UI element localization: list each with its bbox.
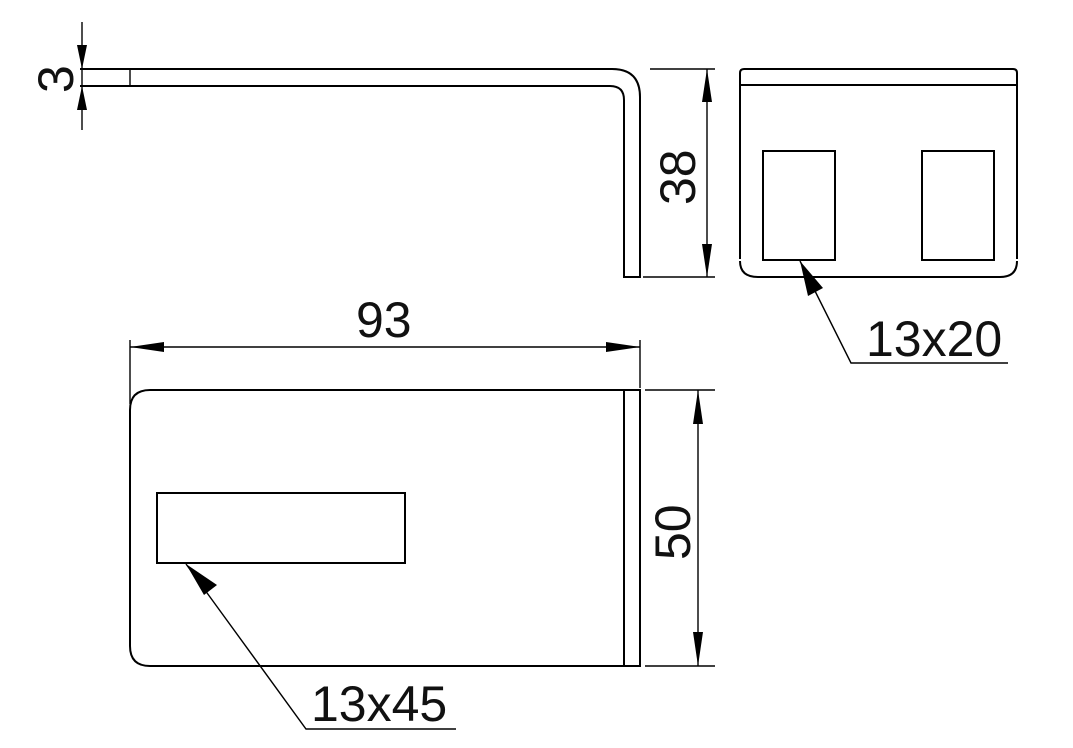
hole-callout: 13x20 <box>799 260 1008 367</box>
length-dimension: 93 <box>129 292 641 404</box>
height-dimension: 38 <box>643 68 715 278</box>
thickness-dimension: 3 <box>28 22 87 130</box>
end-view <box>739 68 1018 278</box>
hole-left <box>762 150 836 261</box>
hole-right <box>921 150 995 261</box>
plan-view <box>129 389 641 667</box>
side-profile-view <box>80 68 641 278</box>
length-label: 93 <box>356 292 412 348</box>
slot <box>156 492 406 564</box>
height-label: 38 <box>650 149 706 205</box>
slot-callout: 13x45 <box>185 563 456 732</box>
slot-size-label: 13x45 <box>311 676 447 732</box>
width-dimension: 50 <box>645 389 715 667</box>
width-label: 50 <box>645 504 701 560</box>
thickness-label: 3 <box>28 65 84 93</box>
hole-size-label: 13x20 <box>866 311 1002 367</box>
